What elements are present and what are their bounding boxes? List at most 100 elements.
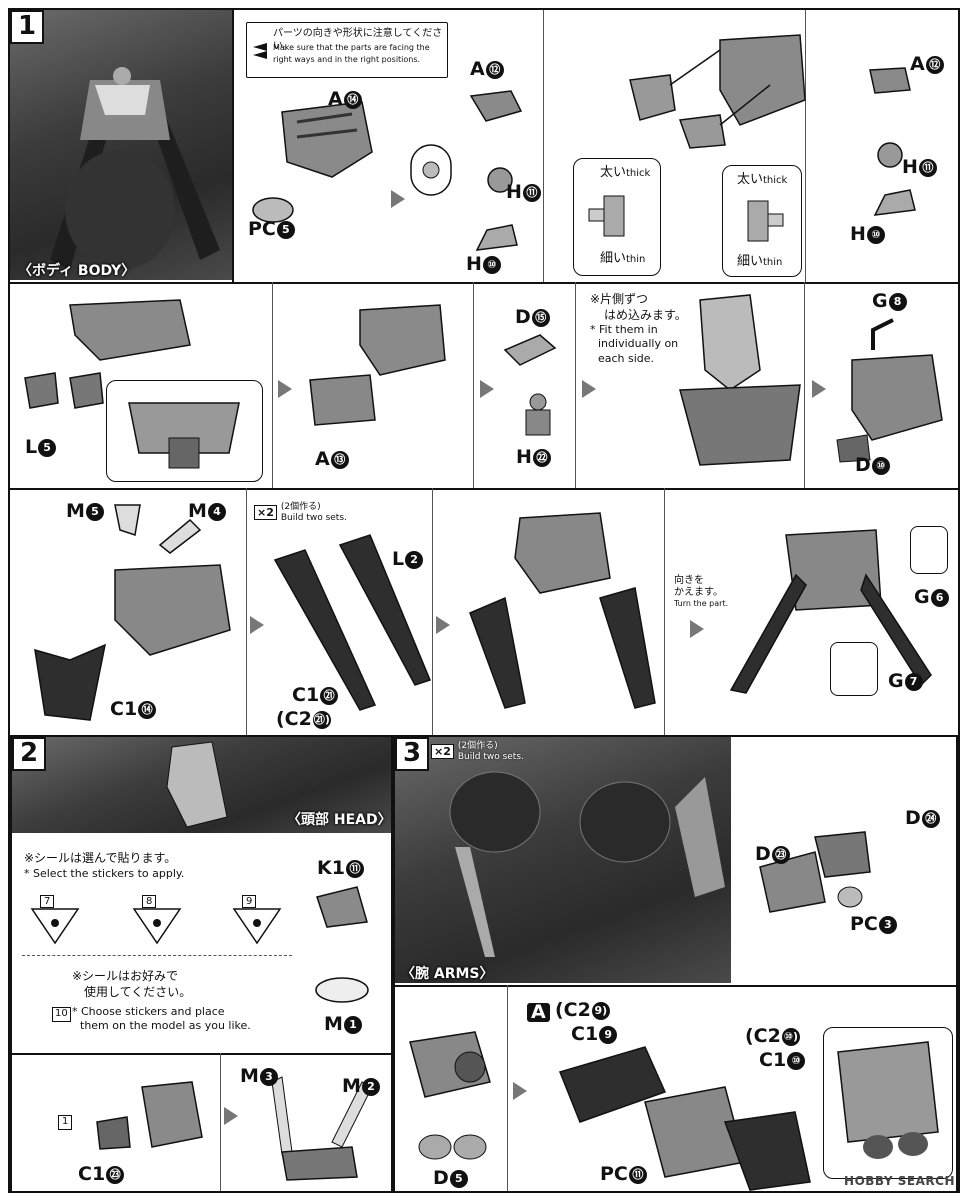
choose-jp-2: 使用してください。 (84, 984, 192, 999)
body-assembly-c14 (114, 564, 231, 656)
part-h11 (487, 167, 513, 193)
part-pc5 (252, 197, 294, 223)
step-arrow (690, 620, 704, 638)
part-m1 (315, 977, 369, 1003)
part-d15 (503, 334, 557, 366)
sticker-divider (22, 955, 292, 956)
choose-en-1: * Choose stickers and place (72, 1005, 225, 1018)
col-divider (543, 10, 544, 282)
detail-box-front (106, 380, 263, 482)
sticker-number: 9 (242, 895, 257, 908)
part-d5 (418, 1134, 487, 1160)
step-number: 3 (395, 737, 429, 771)
forearm-assembly (558, 1046, 811, 1191)
sticker-option: 8 (132, 889, 182, 945)
select-en: * Select the stickers to apply. (24, 866, 185, 880)
col-divider (473, 282, 474, 488)
part-frame-l5 (69, 299, 191, 361)
part-m4 (158, 518, 202, 554)
wing-parts (273, 534, 432, 711)
thin-label: 細いthin (600, 251, 646, 266)
caution-en-2: right ways and in the right positions. (273, 55, 421, 64)
front-detail-diagram (128, 402, 240, 469)
choose-en-2: them on the model as you like. (80, 1019, 251, 1033)
thick-label: 太いthick (600, 165, 651, 180)
sticker-shield-icon (30, 908, 80, 945)
sticker-number: 8 (142, 895, 157, 908)
forearm-detail-diagram (837, 1041, 939, 1159)
select-note: ※シールは選んで貼ります。 * Select the stickers to a… (24, 851, 184, 881)
arms-photo (395, 737, 731, 983)
choose-note: ※シールはお好みで 使用してください。 (72, 969, 191, 1000)
side-jp-1: ※片側ずつ (590, 292, 649, 306)
turn-en: Turn the part. (674, 599, 729, 608)
side-en-1: * Fit them in (590, 323, 658, 337)
joint-detail (410, 144, 452, 196)
choose-jp-1: ※シールはお好みで (72, 969, 179, 983)
x2-en: Build two sets. (280, 512, 347, 523)
row-divider (12, 1053, 391, 1055)
sticker-1: 1 (58, 1115, 73, 1130)
step-number: 2 (12, 737, 46, 771)
part-a13-assembly (309, 304, 446, 426)
col-divider (432, 488, 433, 735)
select-jp: ※シールは選んで貼ります。 (24, 851, 177, 865)
caution-jp: パーツの向きや形状に注意してください。 (273, 28, 443, 52)
step1-panel: 1 〈ボディ BODY〉 パーツの向きや形状に注意してください。 Make su… (10, 10, 958, 735)
forearm-detail (823, 1027, 953, 1179)
part-h22 (525, 393, 551, 436)
col-divider (220, 1053, 221, 1191)
step-arrow (513, 1082, 527, 1100)
step-arrow (278, 380, 292, 398)
row-divider (10, 282, 958, 284)
x2-box: ×2 (254, 505, 277, 521)
arm-elbow-assembly (759, 831, 871, 913)
part-h10-b (873, 189, 916, 216)
col-divider (272, 282, 273, 488)
g-parts-detail (830, 642, 878, 696)
label-a-badge: A (527, 1003, 550, 1022)
caution-box: パーツの向きや形状に注意してください。 Make sure that the p… (246, 22, 448, 78)
sticker-shield-icon (232, 908, 282, 945)
step2-panel: 2 〈頭部 HEAD〉 ※シールは選んで貼ります。 * Select the s… (10, 735, 393, 1193)
head-photo (12, 737, 391, 833)
head-assembly-c123 (96, 1081, 203, 1150)
x2-box: ×2 (431, 744, 454, 760)
step-arrow (582, 380, 596, 398)
head-section-title: 〈頭部 HEAD〉 (287, 812, 392, 828)
instruction-sheet: 1 〈ボディ BODY〉 パーツの向きや形状に注意してください。 Make su… (8, 8, 960, 1193)
build-two-sets: ×2 (2個作る)Build two sets. (431, 741, 524, 763)
arms-section-title: 〈腕 ARMS〉 (401, 966, 494, 982)
thickness-diagram (588, 195, 625, 237)
upper-arm-d5 (409, 1031, 491, 1098)
arms-silhouette (449, 771, 725, 957)
build-two-sets: ×2 (2個作る)Build two sets. (254, 502, 347, 524)
wing-attach-assembly (469, 512, 656, 709)
thick-thin-detail-2: 太いthick 細いthin (722, 165, 802, 277)
side-en-2: individually on (598, 337, 679, 351)
